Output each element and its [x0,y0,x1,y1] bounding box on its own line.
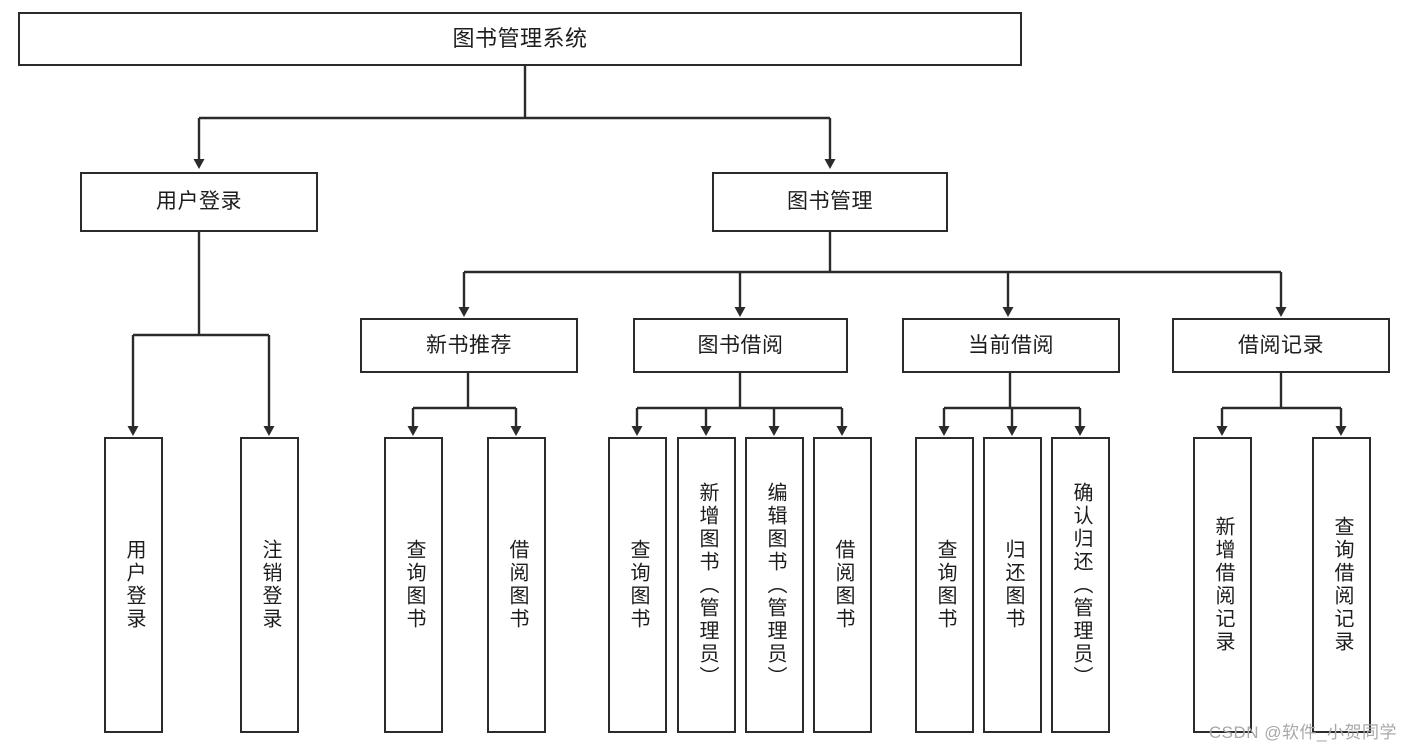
leaf-borrow-book[interactable]: 借阅图书 [813,437,872,733]
node-label: 新增图书（管理员） [696,481,718,689]
leaf-query-book-current[interactable]: 查询图书 [915,437,974,733]
node-label: 当前借阅 [968,333,1054,357]
node-label: 确认归还（管理员） [1070,481,1092,689]
node-label: 查询图书 [627,539,649,631]
node-label: 新书推荐 [426,333,512,357]
leaf-edit-book-admin[interactable]: 编辑图书（管理员） [745,437,804,733]
node-label: 归还图书 [1002,539,1024,631]
watermark: CSDN @软件_小贺同学 [1208,723,1397,742]
node-new-book-recommend[interactable]: 新书推荐 [360,318,578,373]
node-label: 查询图书 [403,539,425,631]
node-label: 借阅图书 [832,539,854,631]
node-label: 注销登录 [259,539,281,631]
leaf-query-borrow-record[interactable]: 查询借阅记录 [1312,437,1371,733]
leaf-query-book-recommend[interactable]: 查询图书 [384,437,443,733]
leaf-return-book[interactable]: 归还图书 [983,437,1042,733]
leaf-add-book-admin[interactable]: 新增图书（管理员） [677,437,736,733]
node-book-borrow[interactable]: 图书借阅 [633,318,848,373]
node-label: 编辑图书（管理员） [764,481,786,689]
node-root-book-management-system[interactable]: 图书管理系统 [18,12,1022,66]
node-label: 借阅记录 [1238,333,1324,357]
node-label: 图书管理 [787,190,873,214]
leaf-add-borrow-record[interactable]: 新增借阅记录 [1193,437,1252,733]
node-label: 用户登录 [156,190,242,214]
node-user-login[interactable]: 用户登录 [80,172,318,232]
leaf-logout[interactable]: 注销登录 [240,437,299,733]
node-label: 查询图书 [934,539,956,631]
node-label: 新增借阅记录 [1212,516,1234,654]
leaf-query-book-borrow[interactable]: 查询图书 [608,437,667,733]
leaf-user-login[interactable]: 用户登录 [104,437,163,733]
node-label: 图书管理系统 [452,25,588,51]
node-current-borrow[interactable]: 当前借阅 [902,318,1120,373]
node-label: 图书借阅 [697,333,784,357]
node-label: 用户登录 [123,539,145,631]
node-label: 借阅图书 [506,539,528,631]
node-label: 查询借阅记录 [1331,516,1353,654]
node-book-management[interactable]: 图书管理 [712,172,948,232]
leaf-confirm-return-admin[interactable]: 确认归还（管理员） [1051,437,1110,733]
leaf-borrow-book-recommend[interactable]: 借阅图书 [487,437,546,733]
node-borrow-record[interactable]: 借阅记录 [1172,318,1390,373]
